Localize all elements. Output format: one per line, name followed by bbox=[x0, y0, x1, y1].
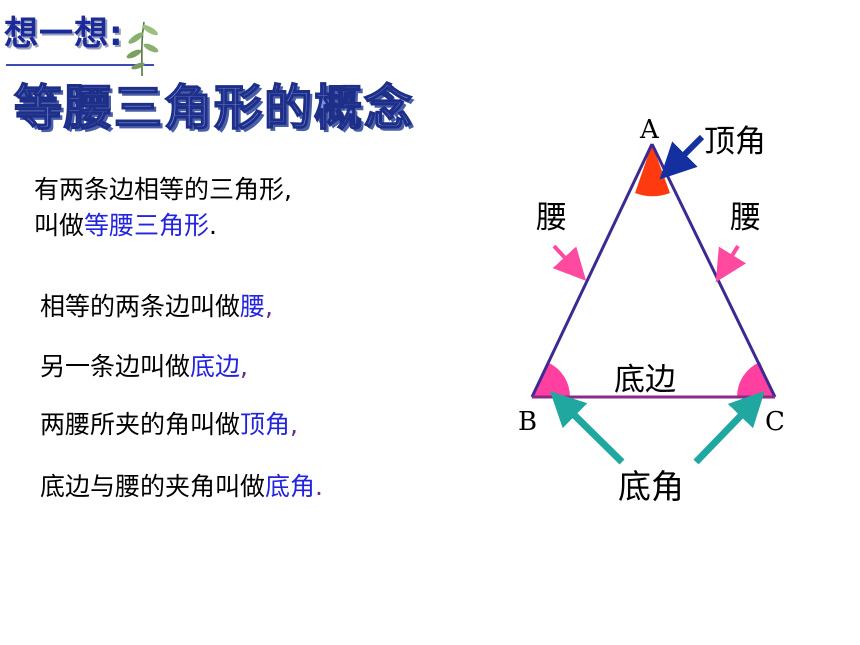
definition-prefix: 叫做 bbox=[34, 211, 85, 240]
term-base-angle: 底角 bbox=[265, 472, 316, 501]
base-angle-arrow-right bbox=[693, 390, 765, 465]
definition-suffix: . bbox=[209, 211, 217, 240]
definition-term: 等腰三角形 bbox=[84, 211, 210, 240]
vertex-c-label: C bbox=[765, 407, 785, 437]
isosceles-triangle-diagram: A B C 顶角 腰 腰 底边 底角 bbox=[500, 110, 820, 520]
apex-arrow bbox=[659, 134, 705, 180]
base-label: 底边 bbox=[614, 362, 676, 398]
heading-underline bbox=[6, 64, 154, 66]
vertex-a-label: A bbox=[639, 115, 660, 145]
base-angle-label: 底角 bbox=[618, 467, 684, 506]
rule-leg: 相等的两条边叫做腰, bbox=[40, 292, 273, 321]
vertex-b-label: B bbox=[518, 407, 537, 437]
base-angle-mark-b bbox=[532, 362, 571, 397]
leg-left-line bbox=[530, 143, 654, 398]
topic-title: 等腰三角形的概念 bbox=[13, 79, 415, 137]
leg-right-label: 腰 bbox=[730, 200, 761, 236]
definition-line-1: 有两条边相等的三角形, bbox=[34, 175, 292, 204]
term-base: 底边 bbox=[190, 352, 241, 381]
apex-angle-mark bbox=[635, 144, 670, 197]
rule-base: 另一条边叫做底边, bbox=[40, 352, 248, 381]
triangle-svg: A B C 顶角 腰 腰 底边 底角 bbox=[518, 115, 785, 506]
base-angle-arrow-left bbox=[550, 391, 625, 465]
apex-angle-label: 顶角 bbox=[704, 124, 766, 160]
leg-right-line bbox=[650, 143, 777, 398]
leg-left-arrow bbox=[552, 244, 587, 281]
term-apex-angle: 顶角 bbox=[240, 410, 291, 439]
definition-text: 有两条边相等的三角形, 叫做等腰三角形. bbox=[34, 172, 292, 244]
plant-icon bbox=[126, 21, 159, 77]
rule-apex-angle: 两腰所夹的角叫做顶角, bbox=[40, 410, 298, 439]
term-leg: 腰 bbox=[240, 292, 266, 321]
definition-line-2: 叫做等腰三角形. bbox=[34, 208, 292, 244]
base-angle-mark-c bbox=[736, 362, 775, 397]
rule-base-angle: 底边与腰的夹角叫做底角. bbox=[40, 472, 323, 501]
think-heading: 想一想: bbox=[4, 14, 124, 54]
leg-left-label: 腰 bbox=[536, 200, 567, 236]
leg-right-arrow bbox=[715, 244, 747, 283]
